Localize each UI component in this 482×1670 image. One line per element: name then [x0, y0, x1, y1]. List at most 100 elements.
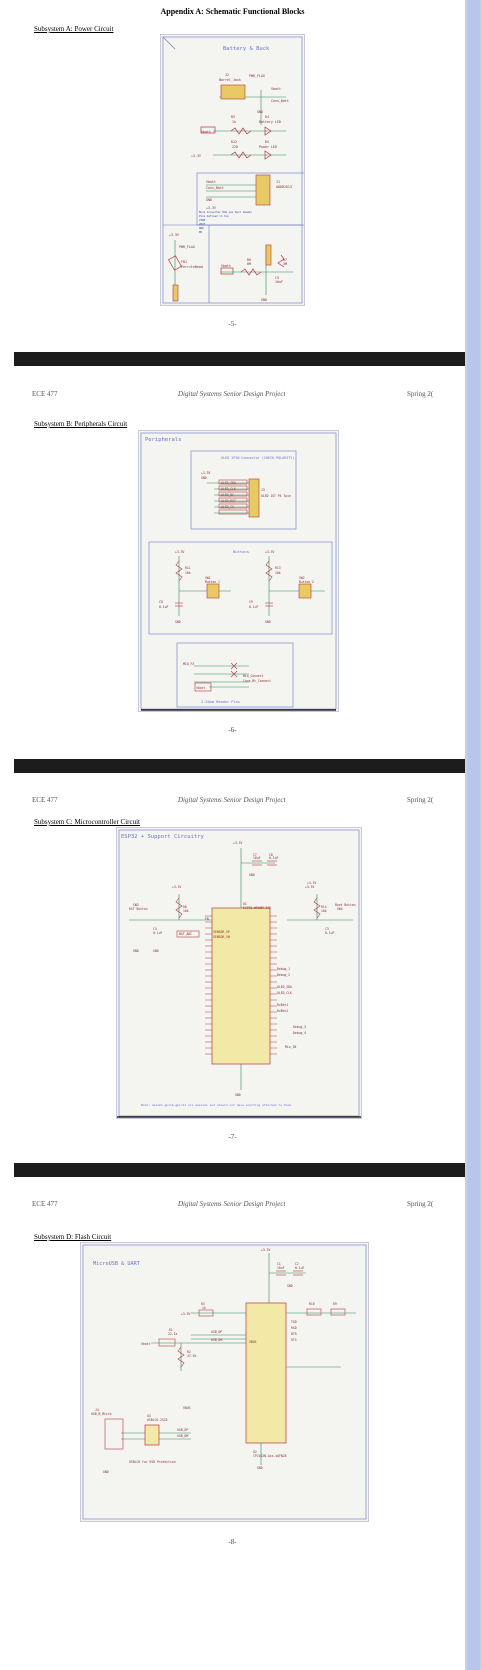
svg-text:3M: 3M	[283, 262, 287, 266]
svg-text:1k: 1k	[202, 1306, 206, 1310]
svg-text:OLED_CLK: OLED_CLK	[277, 991, 292, 995]
peripherals-block-title: Peripherals	[145, 437, 181, 443]
page-number-6: -6-	[228, 726, 237, 734]
svg-text:Button 2: Button 2	[299, 580, 314, 584]
svg-text:J1: J1	[276, 180, 280, 184]
page-number-7: -7-	[228, 1133, 237, 1141]
svg-text:EN: EN	[199, 230, 203, 234]
power-schematic-labels: J2 Barrel_Jack PWR_FLAG Vbatt Cons_Batt …	[191, 73, 292, 210]
svg-text:+3.3V: +3.3V	[181, 1312, 190, 1316]
svg-text:+3.3V: +3.3V	[175, 550, 184, 554]
svg-text:GND: GND	[199, 226, 204, 230]
flash-block-title: MicroUSB & UART	[93, 1261, 140, 1267]
svg-text:USB_DP: USB_DP	[211, 1330, 222, 1334]
svg-text:PWR_FLAG: PWR_FLAG	[249, 74, 265, 78]
svg-text:+3.3V: +3.3V	[172, 885, 181, 889]
svg-text:SENSOR_VP: SENSOR_VP	[213, 930, 230, 934]
page-number-8: -8-	[228, 1538, 237, 1546]
svg-text:Boot Button: Boot Button	[335, 903, 356, 907]
svg-text:ESP32-WROOM-32E: ESP32-WROOM-32E	[243, 906, 271, 910]
svg-text:EN: EN	[205, 917, 209, 921]
svg-text:R7: R7	[283, 258, 287, 262]
svg-text:0.1uF: 0.1uF	[295, 1266, 304, 1270]
svg-text:VBUS: VBUS	[249, 1340, 257, 1344]
svg-text:GND: GND	[103, 1470, 109, 1474]
svg-text:BAT_ADC: BAT_ADC	[179, 932, 192, 936]
svg-text:R6: R6	[247, 258, 251, 262]
flash-labels: +3.3V C1 10uF C2 0.1uF GND R10 R9 +3.3V …	[91, 1248, 337, 1474]
svg-text:1k: 1k	[232, 120, 236, 124]
svg-text:10k: 10k	[275, 571, 281, 575]
svg-text:C3: C3	[325, 927, 329, 931]
svg-text:Button 1: Button 1	[205, 580, 220, 584]
svg-text:Buck Converter HAS own 5pin he: Buck Converter HAS own 5pin header	[199, 210, 253, 214]
svg-text:OLED_SDA: OLED_SDA	[277, 985, 292, 989]
power-schematic-drawing: Battery & Buck J2 Barrel_Jack PWR_FLAG V…	[162, 36, 304, 304]
svg-text:0.1uF: 0.1uF	[153, 931, 162, 935]
svg-text:Vbatt: Vbatt	[196, 686, 205, 690]
svg-text:R14: R14	[321, 905, 327, 909]
svg-text:SW3: SW3	[133, 903, 139, 907]
svg-text:C9: C9	[249, 600, 253, 604]
svg-text:Debug_4: Debug_4	[293, 1031, 306, 1035]
svg-text:GND: GND	[175, 620, 181, 624]
flash-schematic: MicroUSB & UART +3.3V C1 10uF C2 0.1uF G…	[80, 1242, 369, 1522]
svg-text:R13: R13	[275, 566, 281, 570]
svg-text:FerriteBead: FerriteBead	[181, 265, 203, 269]
svg-text:R1: R1	[169, 1328, 173, 1332]
svg-text:OLED_SDA: OLED_SDA	[221, 481, 236, 485]
scrollbar-thumb[interactable]	[467, 0, 480, 1670]
svg-text:8M: 8M	[247, 262, 251, 266]
svg-text:10k: 10k	[321, 909, 327, 913]
svg-text:GND: GND	[235, 1093, 241, 1097]
svg-text:FB1: FB1	[181, 260, 187, 264]
svg-text:VOUT: VOUT	[199, 222, 206, 226]
svg-text:DTR: DTR	[291, 1332, 297, 1336]
svg-text:Barrel_Jack: Barrel_Jack	[219, 78, 241, 82]
page-break	[14, 352, 465, 366]
svg-text:OLED_CS: OLED_CS	[221, 505, 234, 509]
svg-text:SW4: SW4	[337, 907, 343, 911]
header-pins-title: 2.54mm Header Pins	[201, 700, 240, 704]
buttons-block-title: Buttons	[233, 549, 249, 554]
svg-text:+3.3V: +3.3V	[233, 841, 242, 845]
svg-text:Vbatt: Vbatt	[206, 180, 216, 184]
vertical-scrollbar[interactable]	[465, 0, 482, 1670]
svg-text:Vbatt: Vbatt	[141, 1342, 150, 1346]
subsystem-c-title: Subsystem C: Microcontroller Circuit	[34, 818, 140, 826]
header-course: ECE 477	[32, 390, 58, 398]
page-break	[14, 1163, 465, 1177]
svg-text:RxBtn2: RxBtn2	[277, 1009, 288, 1013]
svg-text:GND: GND	[261, 298, 267, 302]
svg-text:U1: U1	[243, 902, 247, 906]
svg-text:10k: 10k	[183, 909, 189, 913]
svg-text:+3.3V: +3.3V	[191, 154, 201, 158]
svg-text:USBLC6 for ESD Protection: USBLC6 for ESD Protection	[129, 1460, 176, 1464]
svg-text:0.1uF: 0.1uF	[159, 605, 168, 609]
svg-text:10uF: 10uF	[277, 1266, 285, 1270]
svg-text:C2: C2	[295, 1262, 299, 1266]
svg-text:GND: GND	[133, 949, 139, 953]
header-term: Spring 2(	[407, 1200, 434, 1208]
svg-text:Pins defined in top: Pins defined in top	[199, 214, 229, 218]
svg-text:C5: C5	[275, 276, 279, 280]
svg-text:+3.3V: +3.3V	[305, 885, 314, 889]
svg-text:OLED_CLK: OLED_CLK	[221, 487, 236, 491]
svg-text:VINP: VINP	[199, 218, 206, 222]
svg-text:Mio_IN: Mio_IN	[285, 1045, 296, 1049]
svg-text:GND: GND	[201, 476, 207, 480]
header-term: Spring 2(	[407, 796, 434, 804]
oled-connector-title: OLED 2PIN Connector (CHECK POLARITY)	[221, 456, 295, 460]
svg-text:RST Button: RST Button	[129, 907, 148, 911]
svg-text:+3.3V: +3.3V	[261, 1248, 270, 1252]
svg-text:SW2: SW2	[299, 576, 305, 580]
svg-text:VBUS: VBUS	[183, 1406, 191, 1410]
gpio-note: Note: assume gpio6-gpio11 are special an…	[141, 1103, 291, 1107]
svg-text:R2: R2	[187, 1350, 191, 1354]
microcontroller-schematic-drawing: ESP32 + Support Circuitry Note: assume g…	[117, 829, 361, 1118]
svg-text:220: 220	[232, 145, 238, 149]
svg-text:D4: D4	[265, 115, 269, 119]
svg-text:OLED_DC: OLED_DC	[221, 493, 234, 497]
svg-text:MIO_FX: MIO_FX	[183, 662, 194, 666]
svg-text:R10: R10	[309, 1302, 315, 1306]
